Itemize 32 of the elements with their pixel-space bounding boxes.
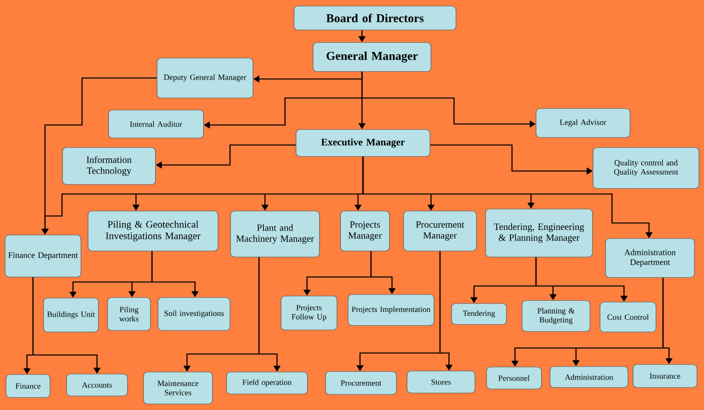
org-box: General Manager: [312, 42, 432, 72]
org-box: Projects Implementation: [348, 294, 434, 326]
org-box: Finance Department: [4, 234, 82, 278]
org-box: Plant and Machinery Manager: [230, 210, 320, 258]
org-box: Field operation: [226, 372, 308, 394]
org-box: Tendering, Engineering & Planning Manager: [485, 208, 593, 258]
org-box: Projects Manager: [340, 210, 390, 252]
org-box: Accounts: [66, 374, 128, 396]
org-box: Stores: [406, 370, 476, 394]
org-box: Piling works: [107, 297, 151, 331]
org-box: Administration: [550, 366, 628, 388]
org-box: Administration Department: [605, 238, 695, 278]
org-box: Legal Advisor: [536, 108, 630, 138]
org-box: Projects Follow Up: [280, 296, 338, 330]
org-box: Cost Control: [600, 302, 656, 332]
org-box: Deputy General Manager: [156, 58, 254, 98]
org-box: Quality control and Quality Assessment: [592, 147, 700, 189]
org-box: Piling & Geotechnical Investigations Manager: [88, 210, 218, 252]
org-box: Procurement Manager: [403, 210, 477, 252]
org-box: Board of Directors: [294, 6, 456, 30]
org-box: Personnel: [486, 366, 542, 390]
org-box: Executive Manager: [296, 129, 430, 157]
org-box: Soil investigations: [158, 297, 230, 331]
org-box: Finance: [6, 374, 50, 398]
org-box: Tendering: [451, 303, 507, 325]
org-box: Maintenance Services: [143, 372, 213, 404]
org-box: Procurement: [325, 371, 397, 395]
org-box: Internal Auditor: [108, 110, 204, 138]
org-box: Insurance: [632, 364, 698, 388]
org-box: Buildings Unit: [43, 298, 99, 332]
org-box: Planning & Budgeting: [522, 300, 590, 332]
org-box: Information Technology: [62, 147, 156, 185]
